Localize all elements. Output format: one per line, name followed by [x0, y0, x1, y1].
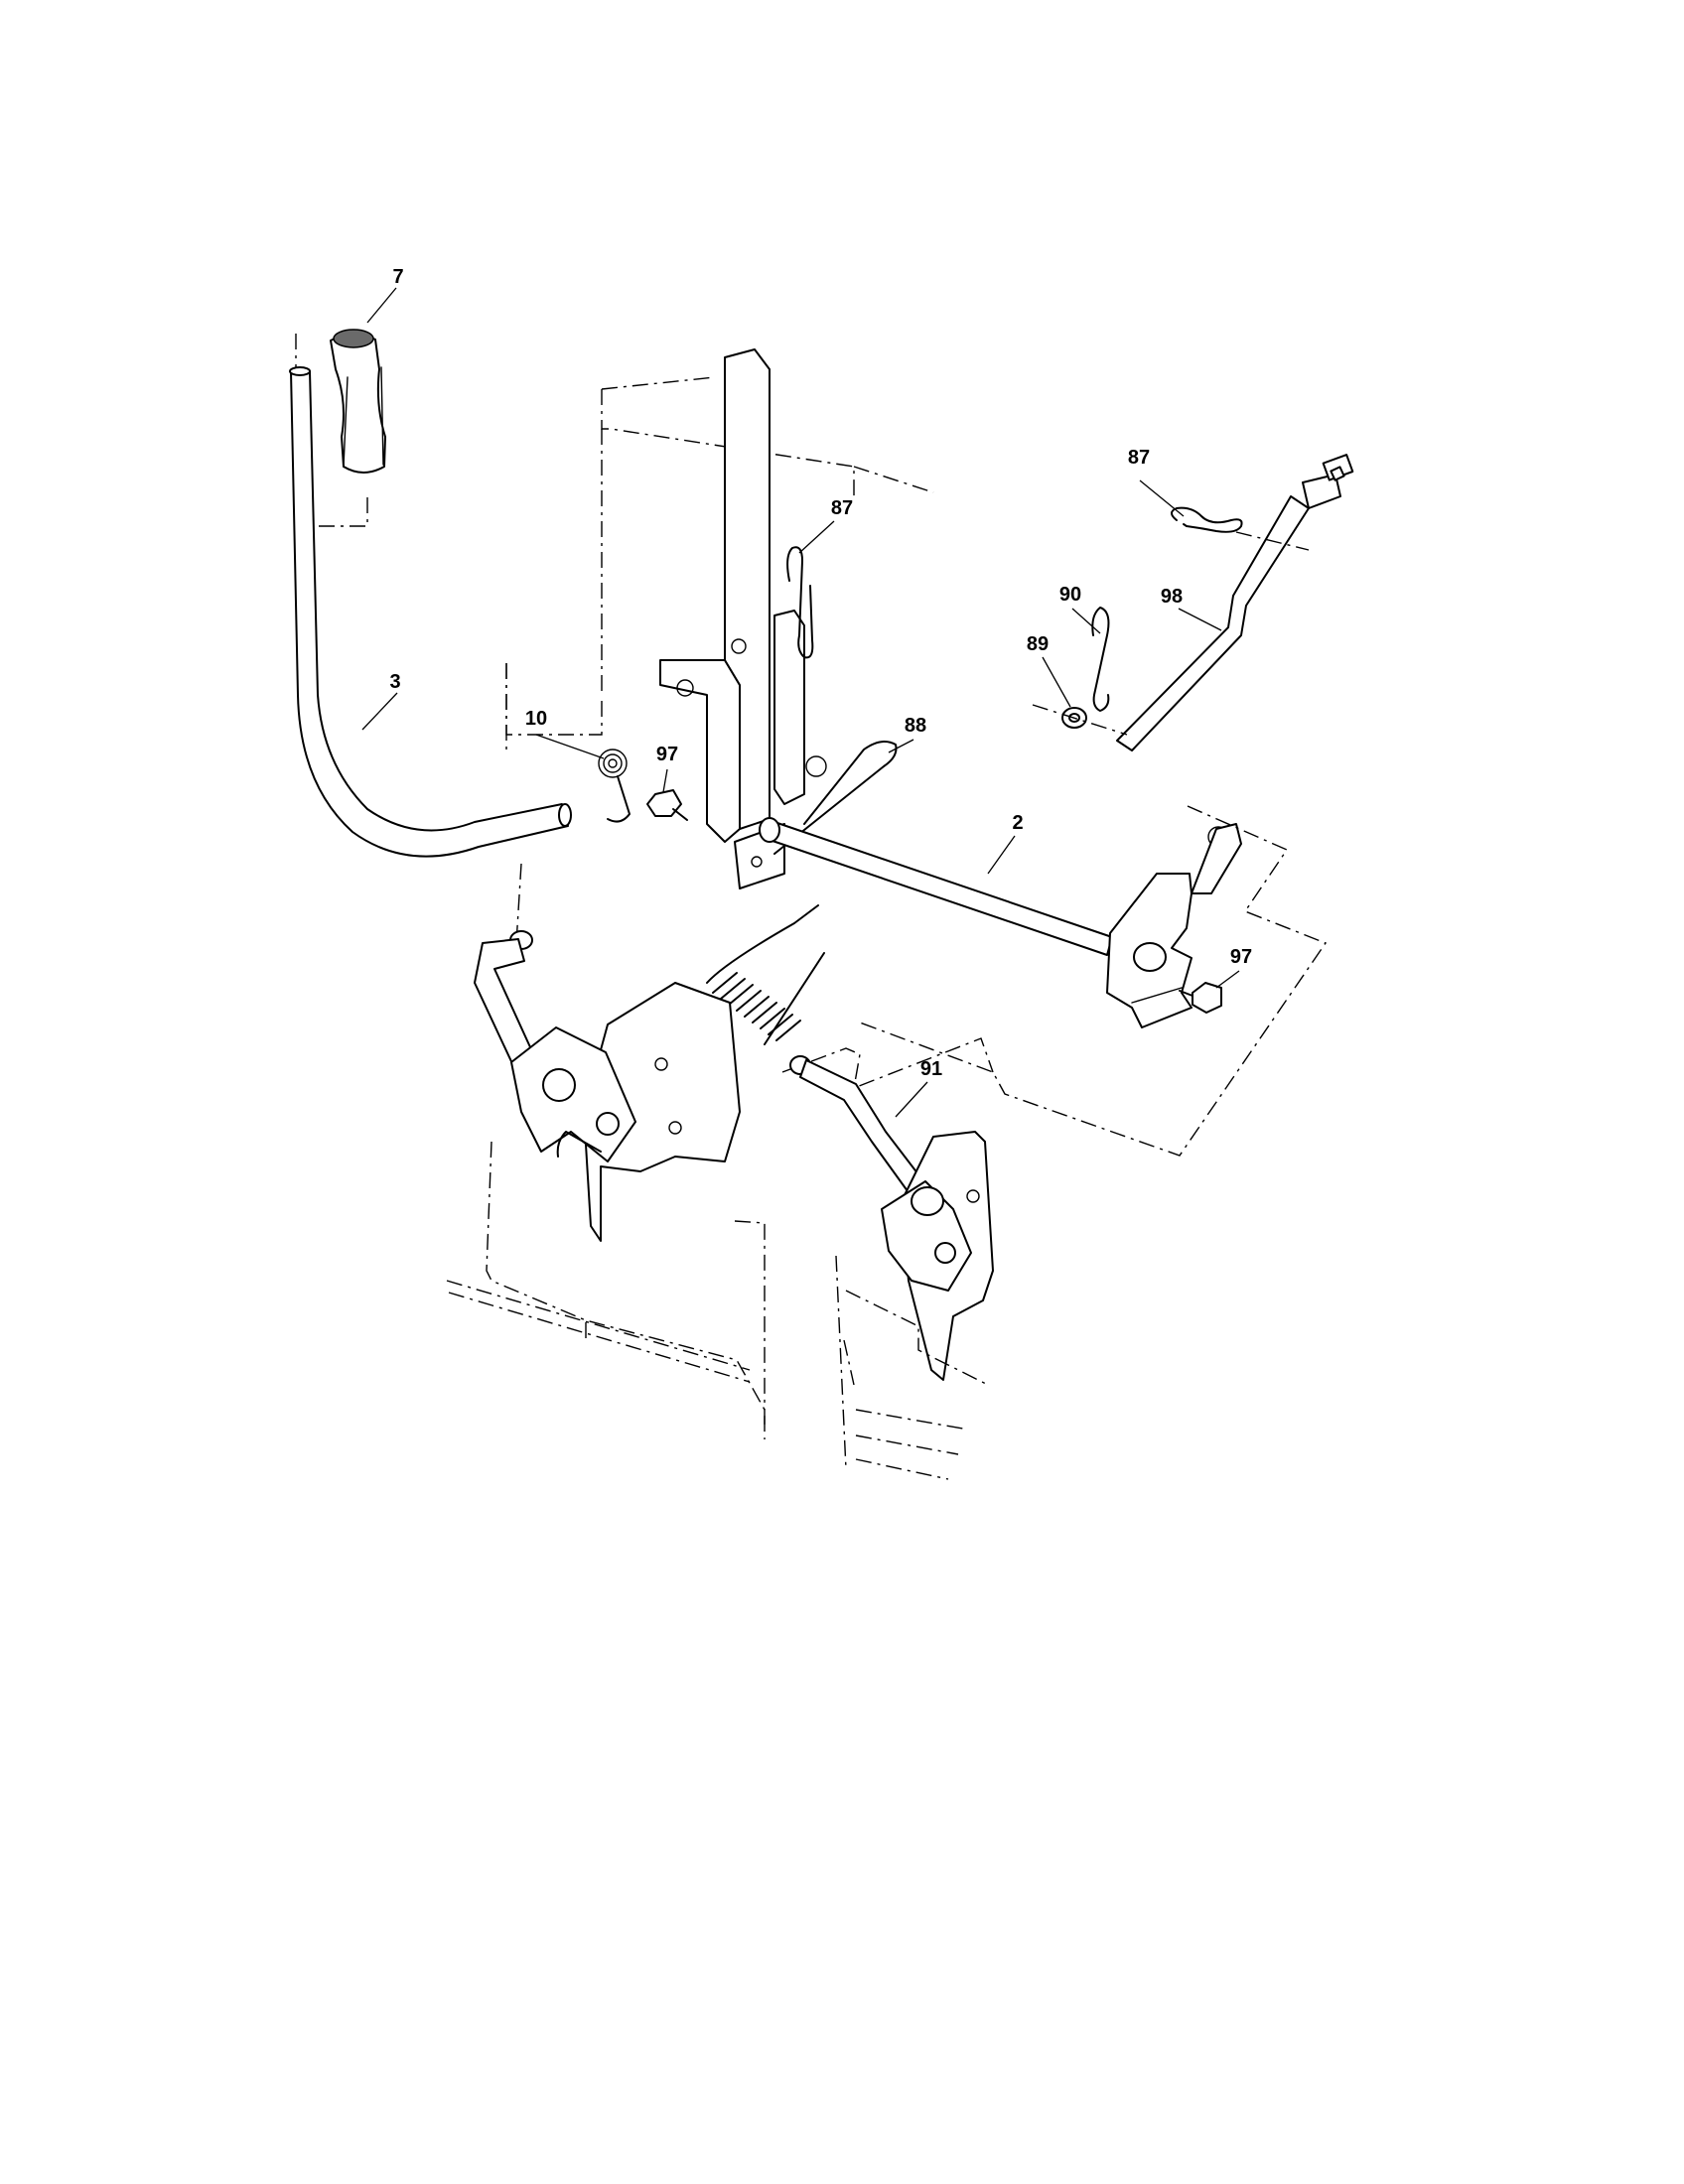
- hex-bolt-part-97-right: [1179, 982, 1222, 1014]
- left-front-lift-rod: [474, 863, 537, 1073]
- callout-3: 3: [389, 671, 400, 693]
- extension-spring: [702, 904, 825, 1045]
- washer-part-89: [1032, 704, 1128, 736]
- cotter-clip-part-90: [1091, 607, 1110, 712]
- callout-88: 88: [905, 715, 926, 737]
- lift-link-part-88: [773, 740, 898, 855]
- callout-7: 7: [392, 266, 403, 288]
- callout-2: 2: [1012, 812, 1023, 834]
- callout-10: 10: [525, 708, 547, 730]
- callout-98: 98: [1161, 586, 1183, 608]
- left-deck-outline: [446, 1141, 766, 1439]
- callout-labels: 7 3 87 87 10 97 88 90 98 89 2 97 91: [389, 266, 1252, 1080]
- handle-grip-part-7: [295, 329, 386, 527]
- left-deck-bracket: [510, 982, 741, 1242]
- right-deck-outline: [835, 1255, 989, 1480]
- lift-shaft-part-2: [759, 817, 1113, 956]
- callout-89: 89: [1027, 633, 1049, 655]
- right-lift-arm-bracket: [1106, 823, 1242, 1028]
- threaded-end-fitting: [1330, 466, 1345, 481]
- lift-lever-part-3: [289, 366, 572, 858]
- right-deck-dash-outline: [781, 1037, 994, 1090]
- callout-leaders: [361, 287, 1240, 1118]
- lift-link-part-98: [1116, 454, 1354, 751]
- callout-97-left: 97: [656, 744, 678, 765]
- callout-87-center: 87: [831, 497, 853, 519]
- hair-pin-clip-part-87-right: [1171, 506, 1243, 533]
- callout-87-right: 87: [1128, 447, 1150, 469]
- upper-dash-guides: [505, 376, 934, 754]
- hair-pin-clip-part-87-center: [786, 546, 814, 659]
- right-deck-bracket: [881, 1131, 994, 1381]
- callout-91: 91: [920, 1058, 942, 1080]
- hex-bolt-part-97-left: [646, 789, 688, 821]
- right-bracket-dash-outline: [859, 805, 1328, 1157]
- callout-97-right: 97: [1230, 946, 1252, 968]
- torsion-spring-part-10: [598, 749, 631, 823]
- callout-90: 90: [1059, 584, 1081, 606]
